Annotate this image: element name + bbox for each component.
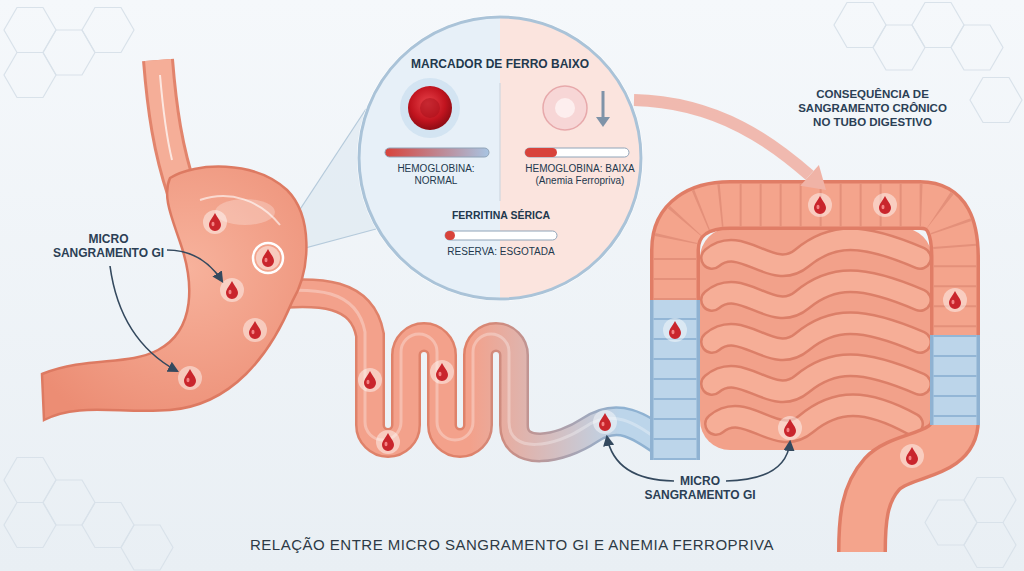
- hexagon: [4, 503, 56, 548]
- down-arrow: [602, 91, 605, 119]
- hexagon: [82, 503, 134, 548]
- small-intestine: [270, 293, 668, 447]
- caption: RELAÇÃO ENTRE MICRO SANGRAMENTO GI E ANE…: [0, 536, 1024, 553]
- leader-arrow: [167, 250, 222, 281]
- inset-border: [359, 17, 641, 299]
- cell-center: [555, 98, 575, 118]
- inset-shape: [355, 13, 645, 303]
- consequence-arrowhead: [800, 165, 826, 190]
- hexagon: [4, 458, 56, 503]
- leader-arrow: [110, 266, 177, 371]
- blood-drop: [256, 246, 280, 270]
- blood-drop: [943, 288, 967, 312]
- blood-drop: [203, 210, 227, 234]
- divider: [500, 83, 501, 201]
- level-bar: [525, 148, 629, 157]
- hexagon: [4, 53, 56, 98]
- coil-outline: [716, 405, 912, 431]
- blood-drop: [220, 278, 244, 302]
- level-bar: [385, 148, 489, 157]
- blood-drop: [178, 366, 202, 390]
- esophagus-outline: [158, 60, 182, 192]
- coil-outline: [712, 239, 920, 265]
- hexagon: [4, 8, 56, 53]
- hex-pattern: [4, 3, 1022, 571]
- leader-arrow: [726, 442, 790, 481]
- marker-label: HEMOGLOBINA: NORMAL: [386, 163, 486, 187]
- hexagon: [970, 78, 1022, 123]
- coil: [712, 239, 920, 265]
- blood-drop: [900, 444, 924, 468]
- hexagon: [43, 480, 95, 525]
- blood-drop: [808, 193, 832, 217]
- pale-blood-cell: [543, 86, 587, 130]
- descending-colon-outline: [930, 335, 980, 425]
- normal-half: [355, 13, 500, 303]
- low-half: [500, 13, 645, 303]
- blood-drop: [376, 430, 400, 454]
- hexagon: [925, 500, 977, 545]
- flow-line: [160, 75, 172, 160]
- hexagon: [912, 3, 964, 48]
- small-intestine-outline: [270, 293, 668, 447]
- coil: [712, 323, 920, 349]
- haustra: [934, 335, 977, 425]
- coil-outline: [712, 281, 920, 307]
- marker-title: FERRITINA SÉRICA: [425, 209, 577, 222]
- blood-drop: [778, 416, 802, 440]
- stomach: [42, 167, 306, 420]
- blood-drop: [593, 410, 617, 434]
- callout-label: MICRO SANGRAMENTO GI: [640, 474, 760, 503]
- hexagon: [873, 25, 925, 70]
- haustra: [675, 205, 955, 335]
- haustra: [654, 290, 697, 460]
- descending-colon: [934, 335, 977, 425]
- marker-label: HEMOGLOBINA: BAIXA (Anemia Ferropriva): [517, 163, 643, 187]
- ascending-colon: [654, 290, 697, 460]
- coil-outline: [712, 323, 920, 349]
- hexagon: [43, 30, 95, 75]
- cell-center: [420, 98, 440, 118]
- coil: [716, 405, 912, 431]
- hexagon: [964, 478, 1016, 523]
- hexagon: [964, 523, 1016, 568]
- ascending-colon-outline: [650, 290, 700, 460]
- hexagon: [951, 25, 1003, 70]
- blood-drop: [358, 368, 382, 392]
- marker-label: RESERVA: ESGOTADA: [425, 246, 577, 258]
- hexagon: [834, 3, 886, 48]
- callout-label: MICRO SANGRAMENTO GI: [50, 232, 167, 261]
- coil: [712, 281, 920, 307]
- blood-drop: [663, 318, 687, 342]
- hexagon: [82, 8, 134, 53]
- red-blood-cell: [408, 86, 452, 130]
- leader-arrow: [607, 437, 674, 481]
- coil-outline: [712, 365, 920, 391]
- focus-ring: [253, 243, 283, 273]
- coil: [712, 365, 920, 391]
- marker-inset-circle: MARCADOR DE FERRO BAIXO HEMOGLOBINA: NORM…: [355, 13, 645, 303]
- esophagus: [158, 60, 182, 192]
- blood-drop: [243, 318, 267, 342]
- consequence-arrow: [634, 100, 810, 175]
- level-bar: [445, 231, 557, 240]
- level-fill: [445, 231, 455, 240]
- inset-heading: MARCADOR DE FERRO BAIXO: [385, 57, 615, 71]
- callout-label: CONSEQUÊNCIA DE SANGRAMENTO CRÔNICO NO T…: [795, 88, 950, 129]
- level-fill: [525, 148, 557, 157]
- hexagon: [121, 525, 173, 570]
- tube-highlight: [265, 290, 663, 444]
- intestine-coils: [712, 239, 920, 431]
- cell-halo: [400, 78, 460, 138]
- blood-drop: [873, 193, 897, 217]
- blood-drop: [430, 360, 454, 384]
- coil-ground: [700, 228, 932, 450]
- down-arrowhead: [596, 117, 610, 127]
